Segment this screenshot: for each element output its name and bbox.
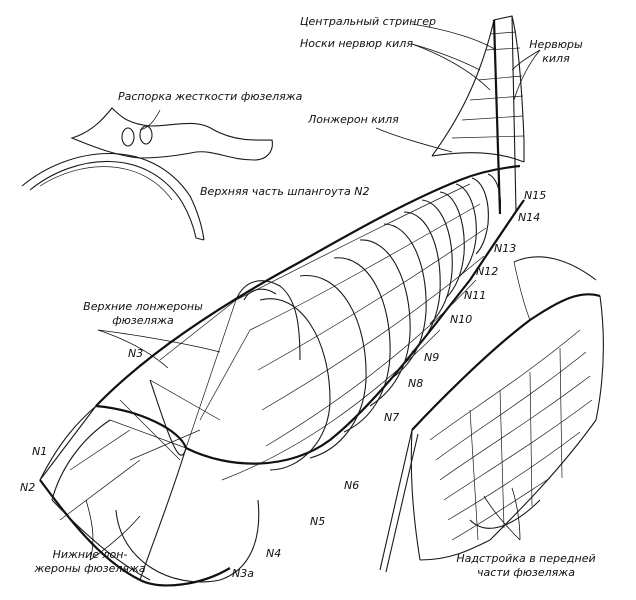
fuselage-brace-part <box>70 107 273 161</box>
frame-n9-label: N9 <box>424 351 440 364</box>
lower-spars-label: Нижние лон- жероны фюзеляжа <box>34 548 146 575</box>
frame-n1-label: N1 <box>32 445 48 458</box>
frame-n5-label: N5 <box>310 515 326 528</box>
upper-spars-label: Верхние лонжероны фюзеляжа <box>83 300 203 327</box>
fuselage-brace-label: Распорка жесткости фюзеляжа <box>118 90 303 103</box>
frame-n13-label: N13 <box>494 242 517 255</box>
frame-n7-label: N7 <box>384 411 400 424</box>
frame-n11-label: N11 <box>464 289 487 302</box>
frame-n12-label: N12 <box>476 265 499 278</box>
fin-spar-label: Лонжерон киля <box>308 113 399 126</box>
fin-ribs-label: Нервюры киля <box>529 38 583 65</box>
frame-n2-top-part <box>21 153 205 241</box>
frame-n15-label: N15 <box>524 189 547 202</box>
forward-superstructure-part <box>379 256 605 573</box>
frame-n14-label: N14 <box>518 211 541 224</box>
frame-n4-label: N4 <box>266 547 282 560</box>
central-stringer-label: Центральный стрингер <box>300 15 436 28</box>
frame-n3-label: N3 <box>128 347 144 360</box>
fin-rib-noses-label: Носки нервюр киля <box>300 37 413 50</box>
forward-superstructure-label: Надстройка в передней части фюзеляжа <box>456 552 596 579</box>
leader-lines <box>85 23 541 561</box>
frame-n3a-label: N3a <box>232 567 254 580</box>
frame-n8-label: N8 <box>408 377 424 390</box>
frame-n6-label: N6 <box>344 479 360 492</box>
frame-n10-label: N10 <box>450 313 473 326</box>
frame-n2-label: N2 <box>20 481 36 494</box>
frame-n2-top-label: Верхняя часть шпангоута N2 <box>200 185 370 198</box>
fuselage-body <box>39 164 525 587</box>
fin-structure <box>431 15 525 215</box>
